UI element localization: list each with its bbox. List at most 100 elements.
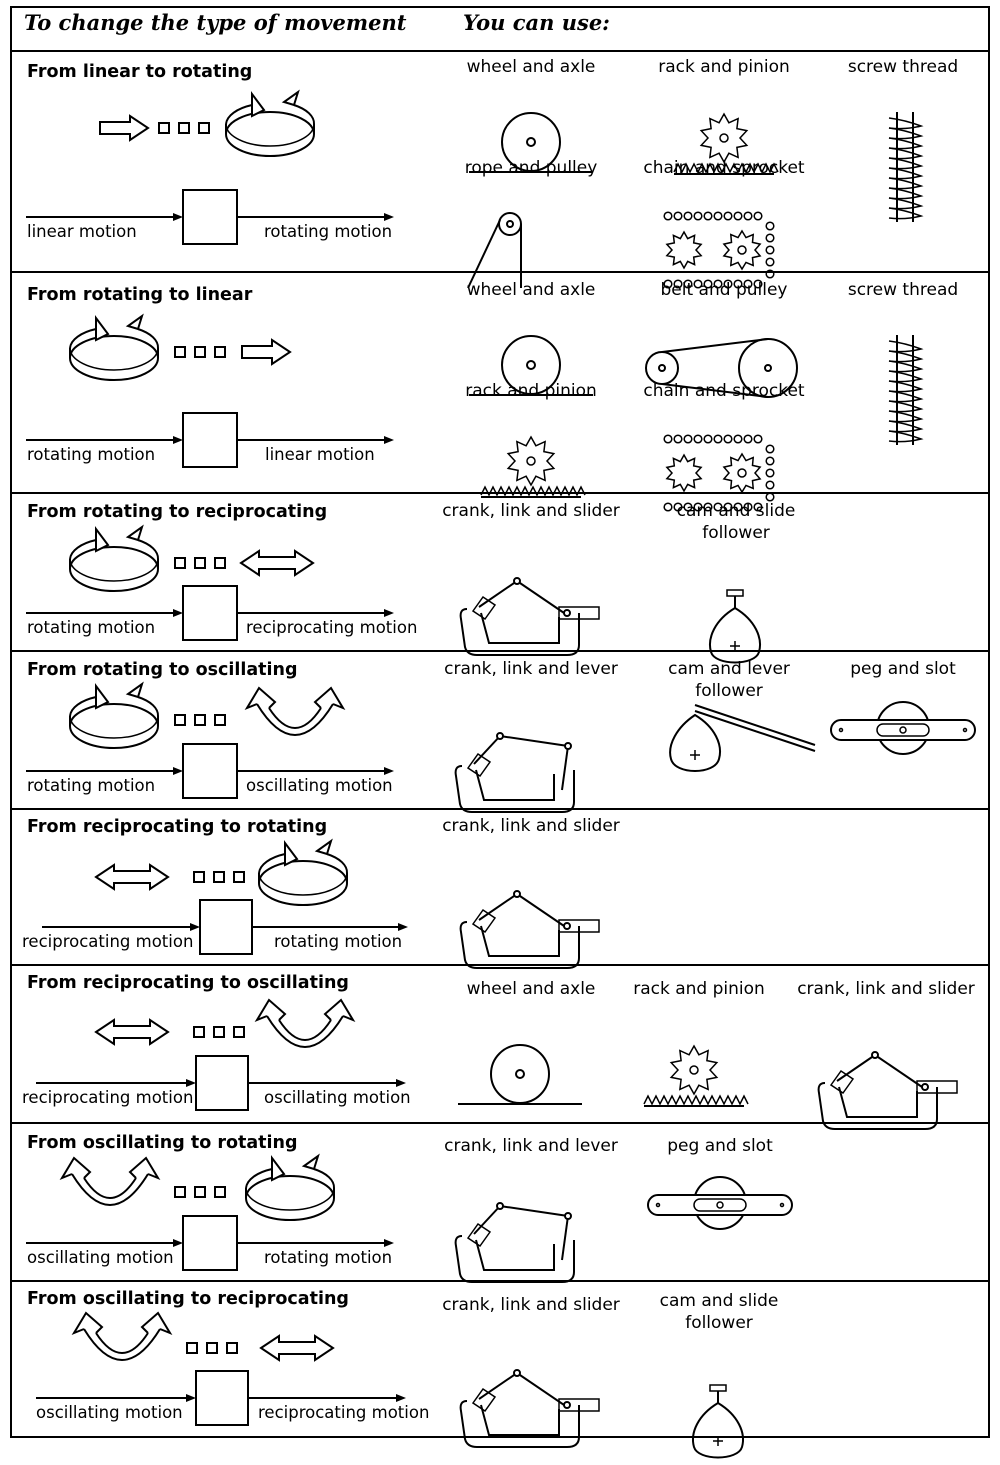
motion-flow-diagram — [26, 585, 394, 641]
motion-flow-diagram — [36, 1055, 406, 1111]
output-motion-label: rotating motion — [264, 1248, 393, 1267]
motion-flow-diagram — [42, 899, 408, 955]
wheel-and-axle-icon — [469, 112, 593, 173]
connector-squares-icon — [174, 557, 226, 569]
connector-squares-icon — [186, 1342, 238, 1354]
mechanism-label: rope and pulley — [464, 158, 598, 178]
reciprocating-arrow-icon — [239, 549, 315, 577]
row-divider — [10, 964, 990, 966]
connector-squares-icon — [158, 122, 210, 134]
motion-flow-diagram — [26, 189, 394, 245]
connector-squares-icon — [174, 346, 226, 358]
screw-thread-icon — [888, 112, 924, 222]
rotating-arrow-icon — [245, 1153, 335, 1221]
input-motion-label: rotating motion — [27, 618, 156, 637]
mechanism-label: crank, link and slider — [442, 816, 620, 836]
input-motion-label: rotating motion — [27, 776, 156, 795]
diagram-frame — [10, 6, 990, 1438]
mechanism-label: wheel and axle — [466, 57, 596, 77]
row-divider — [10, 271, 990, 273]
mechanism-label: wheel and axle — [466, 979, 596, 999]
output-motion-label: oscillating motion — [264, 1088, 411, 1107]
mechanism-label: screw thread — [847, 57, 959, 77]
input-motion-label: reciprocating motion — [22, 932, 194, 951]
mechanism-label: crank, link and slider — [442, 1295, 620, 1315]
mechanism-label: rack and pinion — [633, 979, 765, 999]
rotating-arrow-icon — [225, 89, 315, 157]
mechanism-label: wheel and axle — [466, 280, 596, 300]
row-title: From oscillating to reciprocating — [27, 1289, 349, 1309]
header-left: To change the type of movement — [24, 10, 407, 35]
row-title: From rotating to oscillating — [27, 660, 298, 680]
mechanism-label: cam and lever follower — [668, 659, 790, 701]
crank-link-lever-icon — [454, 1202, 575, 1283]
mechanism-label: crank, link and lever — [444, 1136, 618, 1156]
mechanism-label: crank, link and slider — [442, 501, 620, 521]
oscillating-arrow-icon — [244, 686, 346, 736]
mechanism-label: screw thread — [847, 280, 959, 300]
oscillating-arrow-icon — [71, 1311, 173, 1361]
linear-arrow-icon — [99, 114, 150, 142]
oscillating-arrow-icon — [254, 998, 356, 1048]
peg-and-slot-icon — [830, 701, 976, 755]
input-motion-label: reciprocating motion — [22, 1088, 194, 1107]
rack-and-pinion-icon — [643, 1044, 749, 1107]
rope-and-pulley-icon — [467, 212, 522, 289]
crank-link-slider-icon — [459, 577, 600, 656]
row-divider — [10, 1122, 990, 1124]
motion-flow-diagram — [26, 743, 394, 799]
mechanism-label: crank, link and lever — [444, 659, 618, 679]
mechanism-label: peg and slot — [667, 1136, 773, 1156]
rotating-arrow-icon — [69, 313, 159, 381]
wheel-and-axle-icon — [458, 1044, 582, 1105]
crank-link-slider-icon — [817, 1051, 958, 1130]
output-motion-label: oscillating motion — [246, 776, 393, 795]
row-divider — [10, 808, 990, 810]
reciprocating-arrow-icon — [94, 863, 170, 891]
motion-flow-diagram — [26, 1215, 394, 1271]
header-right: You can use: — [463, 10, 610, 35]
mechanism-label: chain and sprocket — [643, 381, 805, 401]
cam-and-slide-follower-icon — [692, 1384, 744, 1459]
row-title: From linear to rotating — [27, 62, 253, 82]
rack-and-pinion-icon — [673, 112, 779, 175]
row-title: From reciprocating to oscillating — [27, 973, 349, 993]
wheel-and-axle-icon — [469, 335, 593, 396]
mechanism-label: chain and sprocket — [643, 158, 805, 178]
row-title: From rotating to linear — [27, 285, 253, 305]
screw-thread-icon — [888, 335, 924, 445]
rotating-arrow-icon — [258, 838, 348, 906]
rack-and-pinion-icon — [480, 435, 586, 498]
mechanism-label: cam and slide follower — [676, 501, 796, 543]
row-title: From oscillating to rotating — [27, 1133, 298, 1153]
reciprocating-arrow-icon — [94, 1018, 170, 1046]
cam-and-slide-follower-icon — [709, 589, 761, 664]
cam-and-lever-follower-icon — [669, 704, 816, 772]
input-motion-label: oscillating motion — [36, 1403, 183, 1422]
output-motion-label: linear motion — [265, 445, 375, 464]
row-divider — [10, 650, 990, 652]
rotating-arrow-icon — [69, 681, 159, 749]
mechanism-label: belt and pulley — [660, 280, 788, 300]
crank-link-lever-icon — [454, 732, 575, 813]
output-motion-label: reciprocating motion — [246, 618, 418, 637]
oscillating-arrow-icon — [59, 1156, 161, 1206]
output-motion-label: rotating motion — [264, 222, 393, 241]
crank-link-slider-icon — [459, 890, 600, 969]
belt-and-pulley-icon — [645, 338, 798, 398]
mechanism-label: rack and pinion — [658, 57, 790, 77]
output-motion-label: reciprocating motion — [258, 1403, 430, 1422]
row-title: From reciprocating to rotating — [27, 817, 328, 837]
peg-and-slot-icon — [647, 1176, 793, 1230]
connector-squares-icon — [174, 1186, 226, 1198]
mechanism-label: rack and pinion — [465, 381, 597, 401]
rotating-arrow-icon — [69, 524, 159, 592]
mechanism-label: peg and slot — [850, 659, 956, 679]
input-motion-label: oscillating motion — [27, 1248, 174, 1267]
output-motion-label: rotating motion — [274, 932, 403, 951]
connector-squares-icon — [193, 871, 245, 883]
row-divider — [10, 492, 990, 494]
mechanism-label: crank, link and slider — [797, 979, 975, 999]
input-motion-label: rotating motion — [27, 445, 156, 464]
linear-arrow-icon — [241, 338, 292, 366]
